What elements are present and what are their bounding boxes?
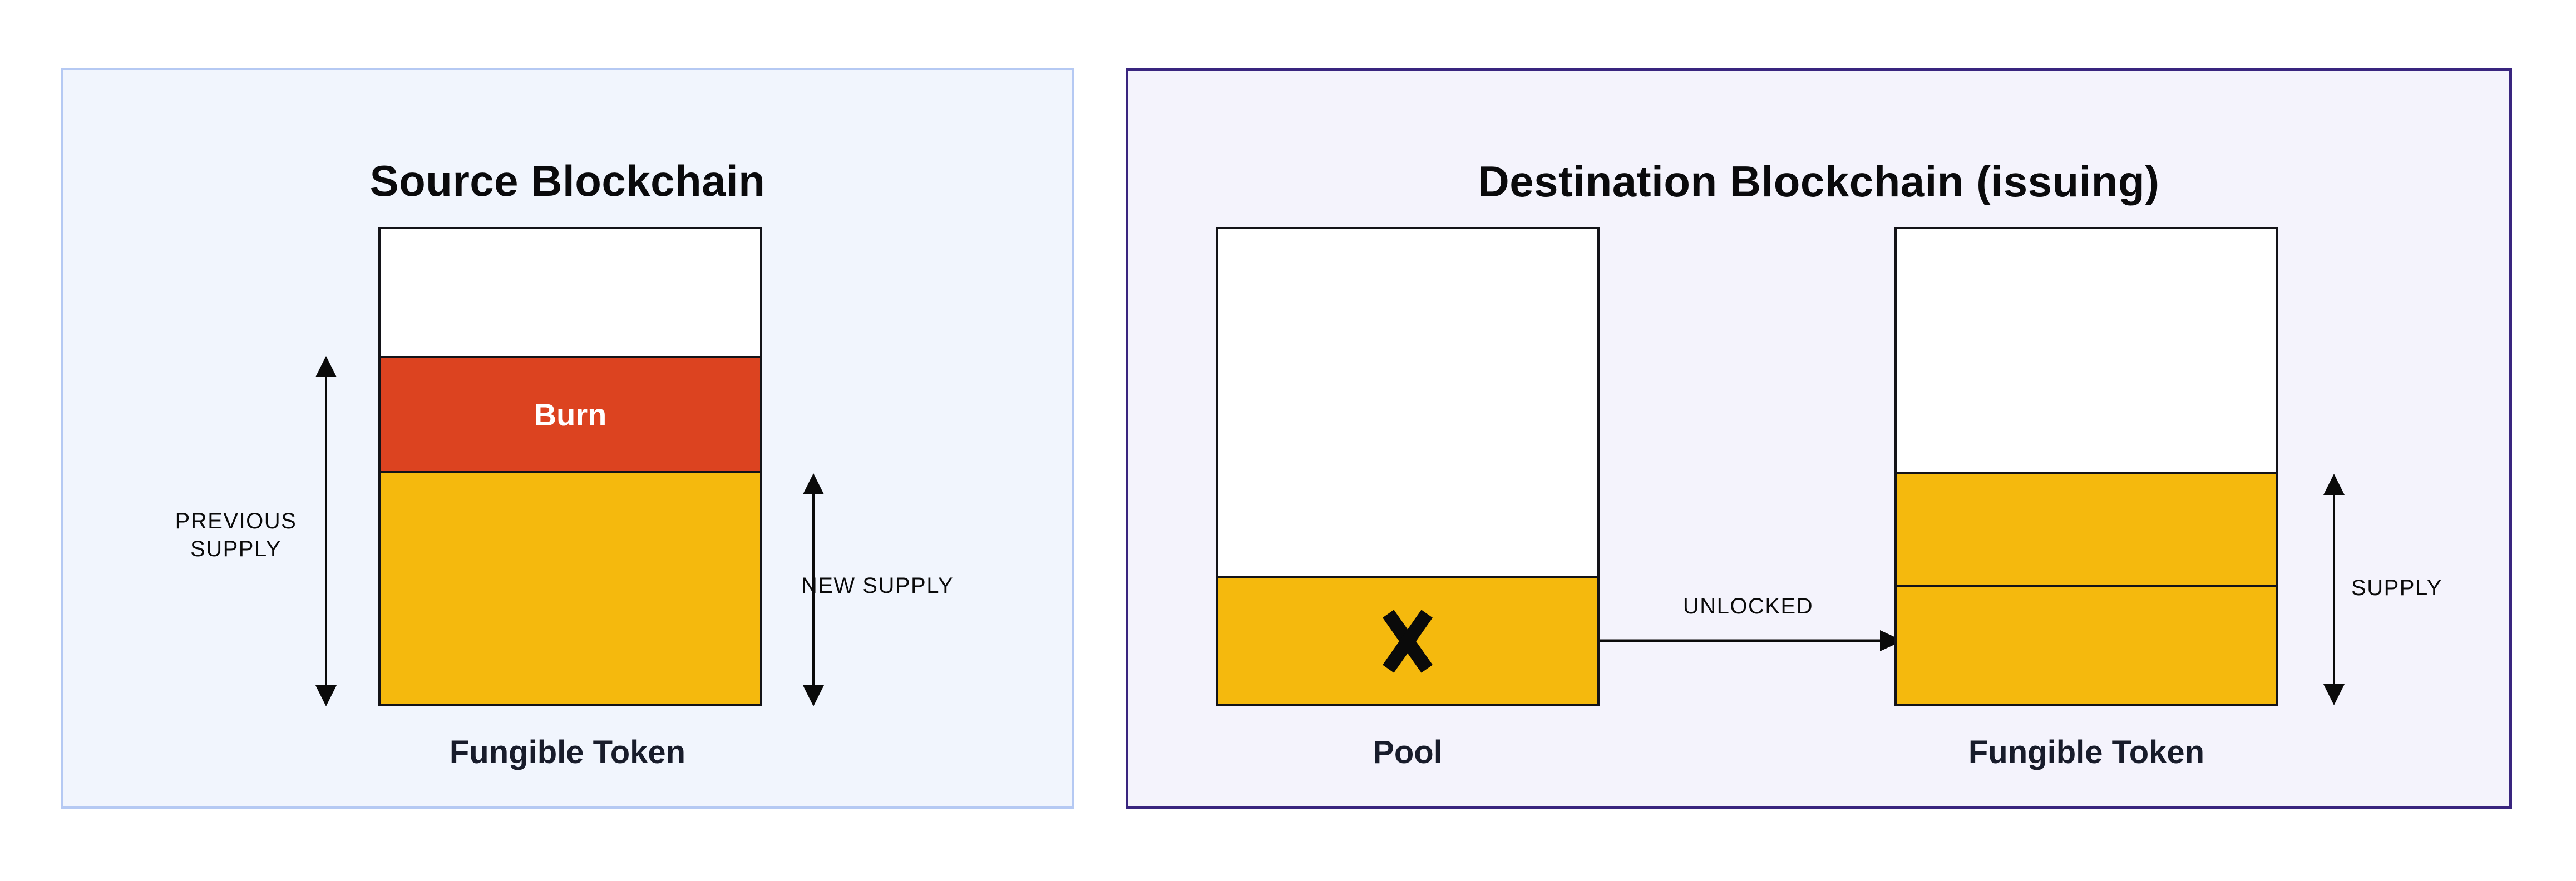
- supply-arrow-icon: [2322, 474, 2346, 705]
- source-token-bar: Burn: [378, 227, 762, 706]
- pool-bar-empty-section: [1218, 229, 1597, 578]
- supply-label: SUPPLY: [2351, 576, 2442, 600]
- pool-caption: Pool: [1373, 734, 1443, 770]
- source-panel-title: Source Blockchain: [369, 156, 766, 205]
- destination-panel-title: Destination Blockchain (issuing): [1478, 156, 2160, 206]
- cross-icon: [1377, 610, 1438, 673]
- source-bar-empty-section: [381, 229, 760, 356]
- unlocked-arrow-icon: [1600, 628, 1903, 653]
- destination-bar-empty-section: [1897, 229, 2276, 474]
- new-supply-arrow-icon: [801, 473, 826, 706]
- pool-bar: [1216, 227, 1600, 706]
- source-blockchain-panel: Source Blockchain Burn PREVIOUS SUPPLY: [61, 68, 1074, 809]
- destination-bar-minted-section: [1897, 474, 2276, 587]
- destination-bar-unlocked-section: [1897, 587, 2276, 704]
- previous-supply-label: PREVIOUS SUPPLY: [175, 509, 297, 561]
- destination-token-caption: Fungible Token: [1968, 734, 2205, 770]
- destination-token-bar: [1894, 227, 2278, 706]
- burn-label: Burn: [534, 397, 607, 432]
- source-bar-caption: Fungible Token: [449, 734, 686, 770]
- new-supply-label: NEW SUPPLY: [801, 573, 954, 598]
- destination-blockchain-panel: Destination Blockchain (issuing) Pool UN…: [1126, 68, 2512, 809]
- source-bar-burn-section: Burn: [381, 356, 760, 473]
- pool-bar-locked-section: [1218, 578, 1597, 704]
- source-bar-supply-section: [381, 473, 760, 704]
- previous-supply-arrow-icon: [314, 356, 338, 706]
- unlocked-label: UNLOCKED: [1682, 594, 1814, 618]
